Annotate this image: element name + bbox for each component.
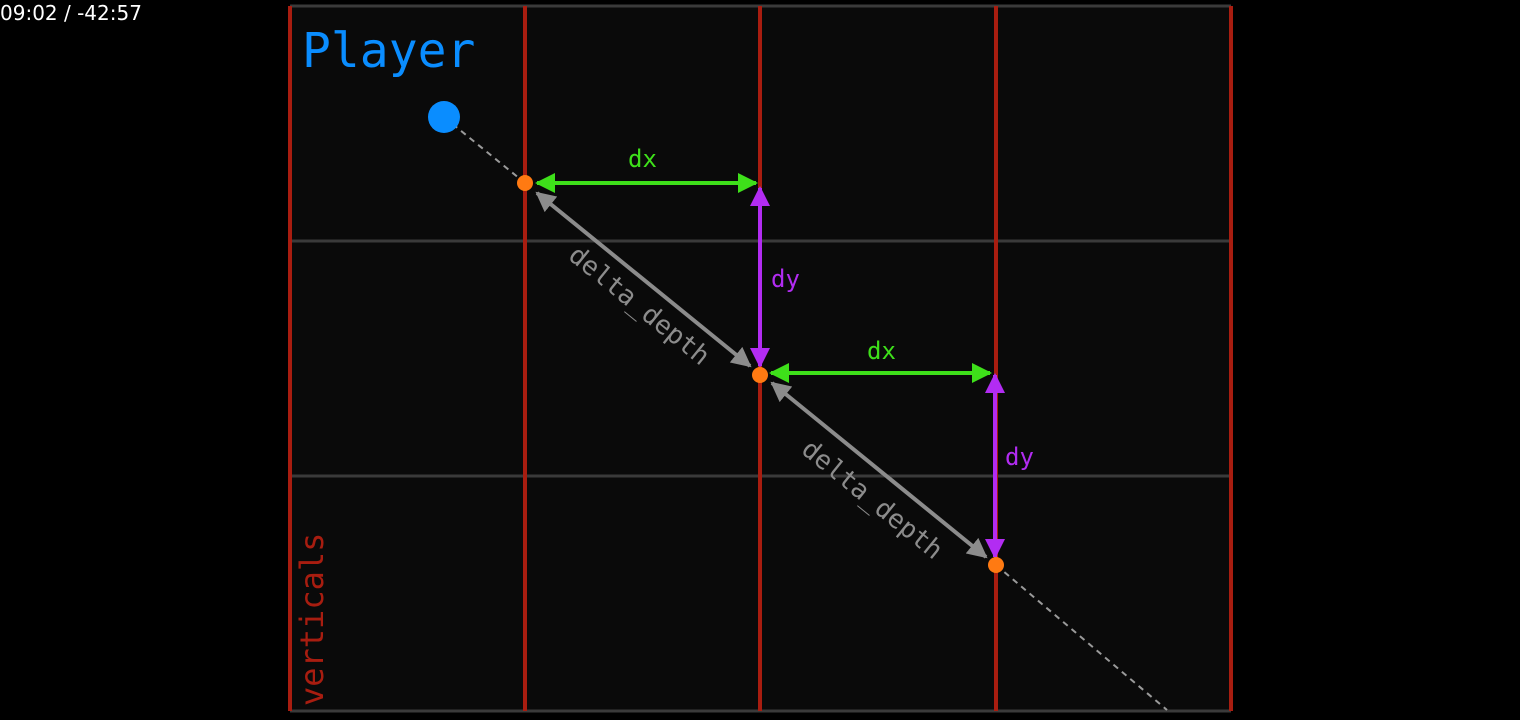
delta-depth-arrow-1	[535, 191, 752, 368]
ray-dashed-end	[995, 564, 1168, 711]
verticals-label: verticals	[293, 533, 331, 706]
player-dot	[428, 101, 460, 133]
dy-label-2: dy	[1005, 443, 1034, 471]
dx-label-1: dx	[628, 145, 657, 173]
intersection-point	[988, 557, 1004, 573]
delta-depth-arrow-2	[770, 381, 988, 559]
playback-time: 09:02 / -42:57	[0, 1, 142, 25]
player-label: Player	[302, 23, 475, 79]
dy-label-1: dy	[771, 265, 800, 293]
intersection-point	[752, 367, 768, 383]
dx-label-2: dx	[867, 337, 896, 365]
intersection-point	[517, 175, 533, 191]
